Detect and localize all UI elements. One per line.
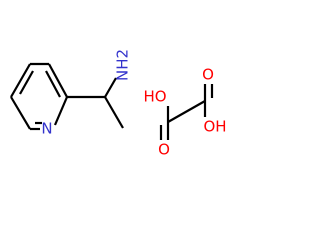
hydroxyl-left-label: HO: [143, 88, 166, 106]
ring-nitrogen-label: N: [41, 120, 52, 138]
ring-bond: [10, 63, 31, 98]
ring-bond: [48, 63, 68, 98]
oxalic-acid: HO O O OH: [143, 66, 226, 159]
c-c-bond: [167, 100, 206, 123]
ring-double-bond: [45, 70, 61, 98]
carbonyl-oxygen-bottom-label: O: [158, 141, 170, 159]
ring-bond: [53, 96, 69, 126]
molecule-diagram: N NH2 HO O O OH: [10, 49, 227, 159]
amine-nh2-label: NH2: [114, 49, 132, 81]
carbonyl-oxygen-top-label: O: [202, 66, 214, 84]
hydroxyl-right-label: OH: [203, 118, 226, 136]
ring-bond: [10, 96, 31, 130]
ring-double-bond: [19, 70, 34, 95]
pyridine-ethanamine: N NH2: [10, 49, 132, 138]
ch-to-methyl-bond: [104, 96, 124, 129]
ch-to-nh2-bond: [104, 77, 117, 98]
